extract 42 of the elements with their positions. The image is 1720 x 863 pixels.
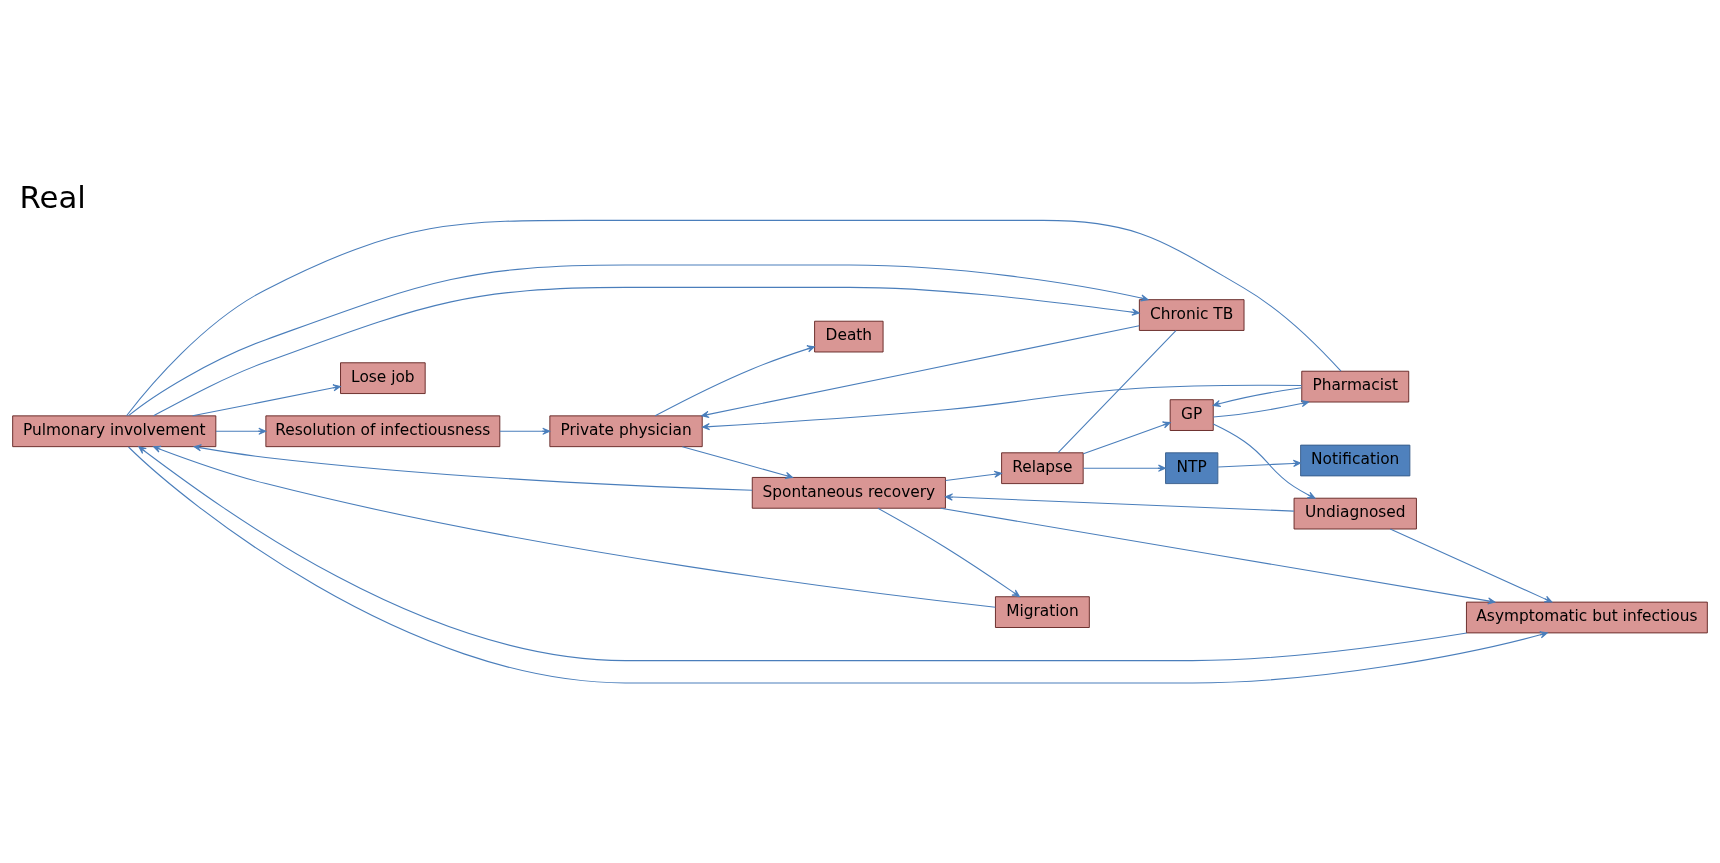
node-box: Notification <box>1300 444 1411 477</box>
arrow <box>192 384 341 417</box>
arrow <box>153 445 996 608</box>
node-box: Migration <box>995 596 1090 628</box>
arrow <box>702 384 1303 431</box>
arrow <box>128 264 1149 417</box>
diagram-title: Real <box>19 178 86 215</box>
node-box: Lose job <box>340 362 426 394</box>
arrow <box>1212 387 1303 408</box>
arrow <box>215 427 267 435</box>
node-box: Pharmacist <box>1301 370 1410 403</box>
node-box: Death <box>814 320 884 353</box>
node-box: Chronic TB <box>1138 299 1245 331</box>
arrow <box>153 286 1140 417</box>
node-box: GP <box>1169 399 1214 431</box>
connector <box>126 219 1342 417</box>
arrow <box>1217 459 1301 468</box>
arrow <box>1082 421 1171 455</box>
node-box: Private physician <box>549 415 703 448</box>
arrow <box>654 345 815 417</box>
node-box: Spontaneous recovery <box>751 477 946 509</box>
arrow <box>138 446 1468 662</box>
arrow <box>701 325 1140 419</box>
node-box: Relapse <box>1001 452 1084 485</box>
node-box: Asymptomatic but infectious <box>1466 601 1708 634</box>
arrow <box>1082 464 1166 472</box>
arrow <box>193 444 753 491</box>
connector <box>1057 330 1177 454</box>
arrow <box>1389 528 1553 603</box>
arrow <box>944 493 1295 512</box>
node-box: NTP <box>1165 452 1219 485</box>
node-box: Pulmonary involvement <box>12 415 217 448</box>
node-box: Undiagnosed <box>1293 497 1417 530</box>
arrow <box>499 427 551 435</box>
arrow <box>127 446 1548 684</box>
arrow <box>945 470 1002 482</box>
arrow <box>940 507 1496 605</box>
node-box: Resolution of infectiousness <box>265 415 501 448</box>
arrow <box>877 507 1020 598</box>
arrow <box>1212 423 1316 499</box>
arrow <box>681 446 794 480</box>
arrow <box>1212 399 1310 418</box>
